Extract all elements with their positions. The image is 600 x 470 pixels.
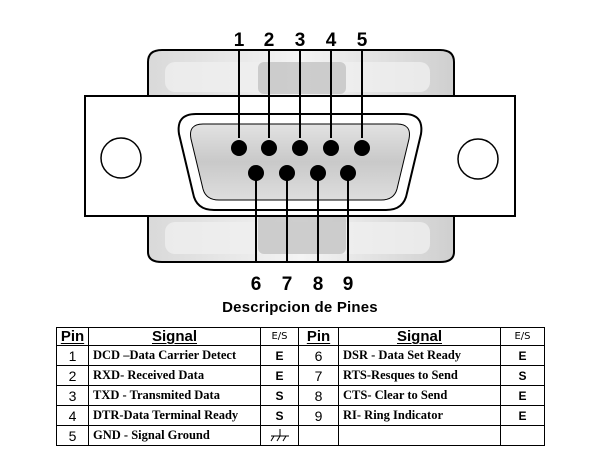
signal-column-header: Signal [338,327,501,346]
pin-1 [231,140,247,156]
table-row: 3 TXD - Transmited Data S 8 CTS- Clear t… [56,385,545,406]
direction-cell: E [500,385,545,406]
top-pin-labels: 1 2 3 4 5 [234,30,368,51]
pin-number-cell: 2 [56,365,89,386]
pin-number-cell [298,425,339,446]
table-row: 2 RXD- Received Data E 7 RTS-Resques to … [56,365,545,386]
pin-label: 5 [357,30,368,51]
signal-cell: RTS-Resques to Send [338,365,501,386]
pin-label: 6 [251,274,262,295]
pin-3 [292,140,308,156]
pin-label: 4 [326,30,337,51]
pin-5 [354,140,370,156]
direction-cell [260,425,299,446]
direction-cell: E [500,405,545,426]
direction-cell: S [260,385,299,406]
pin-number-cell: 7 [298,365,339,386]
d-shell [177,113,423,211]
signal-cell: RI- Ring Indicator [338,405,501,426]
table-row: 4 DTR-Data Terminal Ready S 9 RI- Ring I… [56,405,545,426]
pin-column-header: Pin [56,327,89,346]
pin-description-table: Pin Signal E/S Pin Signal E/S 1 DCD –Dat… [56,327,545,446]
lower-shell-tab [147,214,455,263]
table-row: 5 GND - Signal Ground [56,425,545,446]
direction-cell: E [260,365,299,386]
signal-ground-icon [270,428,289,441]
pin-label: 2 [264,30,275,51]
signal-cell [338,425,501,446]
bottom-pin-row [248,165,356,181]
db9-connector-diagram: 1 2 3 4 5 6 7 8 9 [84,30,516,295]
signal-cell: DSR - Data Set Ready [338,345,501,366]
signal-cell: RXD- Received Data [88,365,261,386]
pin-label: 9 [343,274,354,295]
pin-label: 1 [234,30,245,51]
pin-number-cell: 6 [298,345,339,366]
pin-number-cell: 1 [56,345,89,366]
pin-2 [261,140,277,156]
pin-number-cell: 4 [56,405,89,426]
right-mounting-hole [457,138,499,180]
pin-number-cell: 5 [56,425,89,446]
signal-cell: GND - Signal Ground [88,425,261,446]
pin-6 [248,165,264,181]
left-mounting-hole [100,137,142,179]
signal-cell: DCD –Data Carrier Detect [88,345,261,366]
bottom-leader-lines [255,176,349,263]
table-row: 1 DCD –Data Carrier Detect E 6 DSR - Dat… [56,345,545,366]
pin-number-cell: 3 [56,385,89,406]
direction-cell: S [260,405,299,426]
pin-label: 3 [295,30,306,51]
diagram-title: Descripcion de Pines [222,299,378,316]
direction-cell: E [260,345,299,366]
pin-4 [323,140,339,156]
direction-column-header: E/S [500,327,545,346]
pin-number-cell: 9 [298,405,339,426]
signal-cell: CTS- Clear to Send [338,385,501,406]
pin-number-cell: 8 [298,385,339,406]
pin-label: 7 [282,274,293,295]
direction-cell: S [500,365,545,386]
table-header-row: Pin Signal E/S Pin Signal E/S [56,327,545,346]
direction-cell [500,425,545,446]
bottom-pin-labels: 6 7 8 9 [251,274,354,295]
signal-column-header: Signal [88,327,261,346]
pin-column-header: Pin [298,327,339,346]
pin-8 [310,165,326,181]
direction-column-header: E/S [260,327,299,346]
signal-cell: DTR-Data Terminal Ready [88,405,261,426]
top-leader-lines [238,50,363,138]
direction-cell: E [500,345,545,366]
signal-cell: TXD - Transmited Data [88,385,261,406]
pin-9 [340,165,356,181]
pin-7 [279,165,295,181]
top-pin-row [231,140,370,156]
pin-label: 8 [313,274,324,295]
